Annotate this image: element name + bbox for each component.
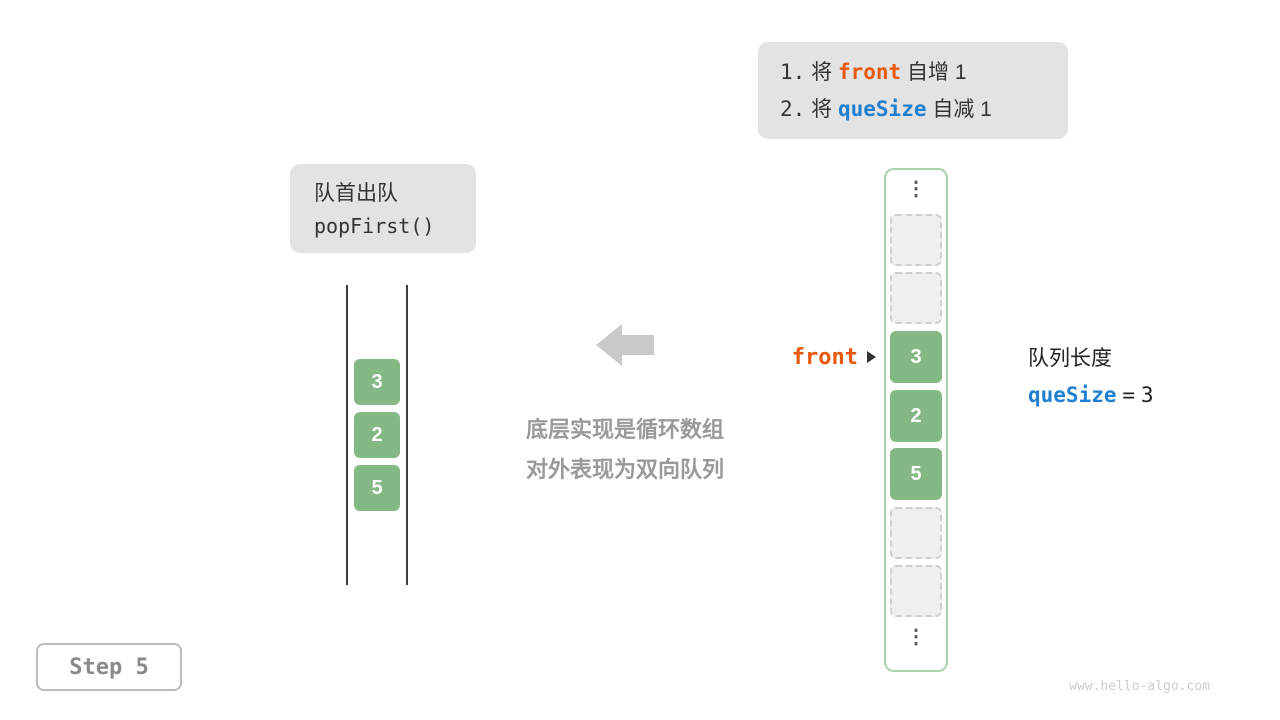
queue-length-label: 队列长度	[1028, 347, 1112, 370]
step-badge: Step 5	[36, 643, 182, 691]
instruction-box: 1. 将 front 自增 1 2. 将 queSize 自减 1	[758, 42, 1068, 139]
operation-box: 队首出队 popFirst()	[290, 164, 476, 253]
quesize-keyword: queSize	[837, 96, 927, 121]
instruction-line-2: 2. 将 queSize 自减 1	[780, 91, 1046, 128]
quesize-variable: queSize	[1028, 383, 1117, 407]
ellipsis-bottom-icon: ⋮	[906, 626, 926, 648]
array-cell: 3	[890, 331, 942, 383]
instruction-post-1: 自增 1	[907, 60, 967, 84]
array-cell: 5	[890, 448, 942, 500]
step-number-1: 1.	[780, 59, 806, 84]
front-pointer: front	[770, 343, 876, 371]
instruction-pre-1: 将	[811, 60, 833, 84]
queue-item: 2	[354, 412, 400, 458]
array-cell-empty	[890, 214, 942, 266]
array-cell-empty	[890, 272, 942, 324]
front-pointer-label: front	[791, 344, 858, 370]
operation-title: 队首出队	[314, 182, 398, 205]
center-note-line-1: 底层实现是循环数组	[525, 417, 724, 442]
queue-length-info: 队列长度 queSize = 3	[1028, 340, 1154, 414]
queue-right-wall	[406, 285, 408, 585]
quesize-value: 3	[1140, 383, 1154, 407]
queue-left-wall	[346, 285, 348, 585]
queue-item: 3	[354, 359, 400, 405]
array-cell-empty	[890, 565, 942, 617]
left-arrow-icon	[596, 324, 654, 366]
array-cell-empty	[890, 507, 942, 559]
instruction-line-1: 1. 将 front 自增 1	[780, 54, 1046, 91]
arrow-right-icon	[867, 351, 876, 363]
queue-item: 5	[354, 465, 400, 511]
quesize-expression: queSize = 3	[1028, 377, 1154, 414]
front-keyword: front	[837, 59, 902, 84]
center-note: 底层实现是循环数组 对外表现为双向队列	[470, 410, 780, 490]
step-number-2: 2.	[780, 96, 806, 121]
equals-sign: =	[1122, 383, 1136, 407]
array-cell: 2	[890, 390, 942, 442]
watermark: www.hello-algo.com	[1069, 679, 1210, 694]
instruction-post-2: 自减 1	[932, 97, 992, 121]
center-note-line-2: 对外表现为双向队列	[525, 457, 724, 482]
instruction-pre-2: 将	[811, 97, 833, 121]
ellipsis-top-icon: ⋮	[906, 178, 926, 200]
circular-array: ⋮ 3 2 5 ⋮	[884, 168, 948, 672]
operation-method: popFirst()	[314, 214, 435, 238]
